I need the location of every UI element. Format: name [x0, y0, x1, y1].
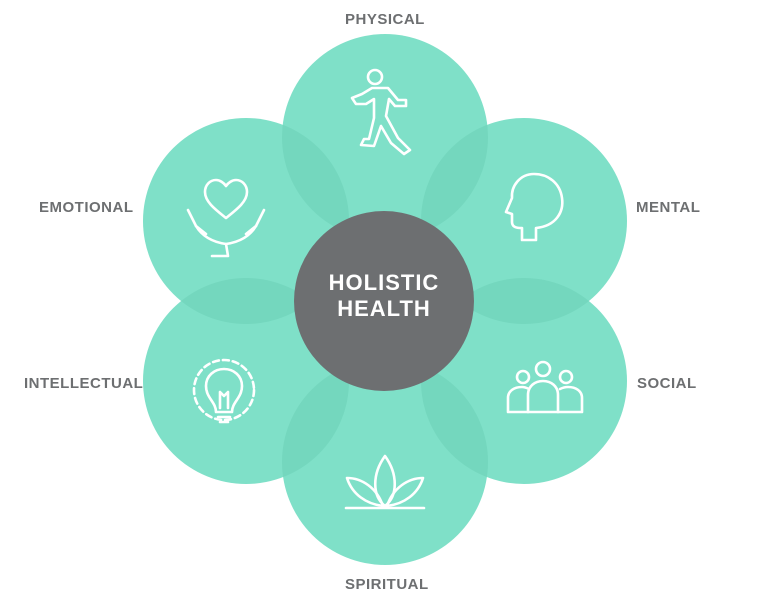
center-circle	[294, 211, 474, 391]
center-title: HOLISTIC HEALTH	[294, 270, 474, 322]
label-social: SOCIAL	[637, 375, 697, 392]
heart-in-hands-icon	[186, 178, 266, 258]
label-physical: PHYSICAL	[345, 11, 425, 28]
petal-intellectual	[143, 278, 349, 484]
center-title-line1: HOLISTIC	[328, 270, 440, 295]
center-title-line2: HEALTH	[337, 296, 431, 321]
head-profile-icon	[504, 172, 564, 242]
label-emotional: EMOTIONAL	[39, 199, 134, 216]
label-spiritual: SPIRITUAL	[345, 576, 429, 593]
petal-circles	[143, 34, 627, 565]
label-mental: MENTAL	[636, 199, 701, 216]
walking-person-icon	[350, 68, 412, 156]
lightbulb-gear-icon	[192, 358, 256, 424]
petal-overlaps	[143, 118, 627, 484]
label-intellectual: INTELLECTUAL	[24, 375, 144, 392]
petal-mental	[421, 118, 627, 324]
group-people-icon	[506, 360, 584, 414]
lotus-icon	[344, 454, 426, 510]
petal-emotional	[143, 118, 349, 324]
